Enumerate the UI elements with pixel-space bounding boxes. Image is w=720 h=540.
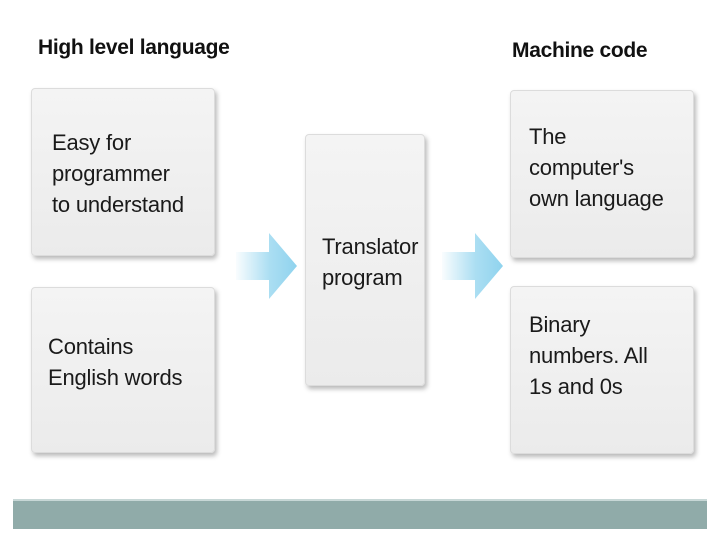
translator-program-box: Translator program <box>305 134 425 386</box>
footer-bar <box>13 499 707 529</box>
high-level-box-easy-text: Easy for programmer to understand <box>52 130 184 217</box>
translator-program-text: Translator program <box>322 234 419 290</box>
high-level-box-easy: Easy for programmer to understand <box>31 88 215 256</box>
machine-code-box-language: The computer's own language <box>510 90 694 258</box>
machine-code-box-binary-text: Binary numbers. All 1s and 0s <box>529 312 648 399</box>
right-arrow-icon <box>442 233 503 299</box>
high-level-language-heading: High level language <box>38 36 230 59</box>
machine-code-heading: Machine code <box>512 39 648 62</box>
right-arrow-icon <box>236 233 297 299</box>
high-level-box-english-text: Contains English words <box>48 334 183 390</box>
machine-code-box-language-text: The computer's own language <box>529 124 664 211</box>
machine-code-box-binary: Binary numbers. All 1s and 0s <box>510 286 694 454</box>
high-level-box-english: Contains English words <box>31 287 215 453</box>
